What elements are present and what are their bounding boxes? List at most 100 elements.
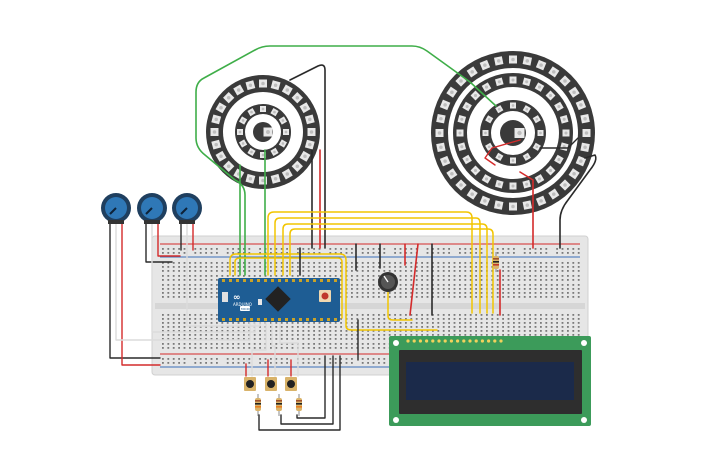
breadboard-hole [513, 334, 515, 336]
breadboard-hole [318, 262, 321, 264]
breadboard-hole [486, 330, 488, 332]
push-button-cap[interactable] [246, 380, 254, 388]
breadboard-hole [561, 292, 564, 294]
neopixel-led-dot [572, 90, 576, 94]
push-button-cap[interactable] [287, 380, 295, 388]
breadboard-hole [410, 266, 413, 268]
breadboard-hole [448, 262, 450, 264]
neopixel-led-dot [241, 142, 245, 145]
breadboard-hole [340, 314, 342, 316]
wire-white-pot-3[interactable] [186, 221, 261, 327]
breadboard-hole [388, 262, 391, 264]
breadboard-hole [216, 326, 218, 328]
breadboard-hole [561, 252, 564, 254]
potentiometers-left[interactable] [101, 193, 202, 224]
neopixel-led-dot [212, 130, 217, 134]
breadboard-hole [178, 270, 180, 272]
neopixel-led-dot [450, 90, 454, 94]
wire-black-btn-gnd-3[interactable] [296, 355, 326, 419]
breadboard-hole [351, 292, 353, 294]
breadboard-hole [464, 326, 467, 328]
wire-yellow-3[interactable] [282, 223, 488, 314]
wire-yellow-1[interactable] [267, 211, 473, 314]
wire-yellow-lcd-contrast[interactable] [387, 287, 413, 321]
wire-red-pot-1[interactable] [121, 221, 161, 366]
breadboard-hole [415, 292, 418, 294]
breadboard-hole [550, 275, 553, 277]
breadboard-hole [367, 248, 369, 250]
wire-black-btn-gnd-2[interactable] [280, 355, 334, 425]
wire-white-pot-1[interactable] [115, 221, 251, 341]
breadboard-hole [226, 248, 229, 250]
breadboard-hole [480, 288, 483, 290]
breadboard-hole [307, 326, 310, 328]
breadboard-hole [270, 248, 272, 250]
breadboard-hole [410, 262, 413, 264]
breadboard-hole [313, 248, 315, 250]
breadboard-hole [178, 347, 180, 349]
breadboard-hole [550, 279, 553, 281]
wire-black-pot-2[interactable] [145, 221, 173, 263]
breadboard-hole [237, 358, 240, 360]
breadboard-hole [432, 318, 434, 320]
wire-white-btn-2[interactable] [271, 319, 276, 377]
breadboard-hole [372, 318, 375, 320]
breadboard-hole [421, 292, 423, 294]
neopixel-led-dot [525, 203, 530, 207]
push-buttons[interactable] [244, 377, 302, 416]
breadboard-hole [367, 296, 369, 298]
breadboard-hole [210, 279, 213, 281]
wire-yellow-2[interactable] [274, 217, 481, 314]
arduino-micro[interactable]: ∞ ARDUINO MICRO [218, 278, 340, 322]
trim-potentiometer[interactable] [378, 272, 398, 292]
wire-white-btn-1[interactable] [251, 319, 267, 377]
breadboard-hole [561, 266, 564, 268]
breadboard-hole [226, 322, 229, 324]
wire-white-btn-3[interactable] [279, 319, 299, 377]
breadboard-hole [410, 292, 413, 294]
arduino-pin [250, 279, 253, 282]
neopixel-ring-small[interactable] [206, 75, 320, 189]
resistor-lcd-backlight[interactable] [493, 252, 499, 272]
push-button-cap[interactable] [267, 380, 275, 388]
wire-red-bb-2[interactable] [409, 243, 419, 316]
breadboard-hole [216, 288, 218, 290]
wire-black-small-ring-gnd[interactable] [289, 64, 326, 249]
breadboard-hole [194, 314, 197, 316]
breadboard-hole [567, 296, 569, 298]
wire-black-pot-1[interactable] [109, 221, 161, 359]
breadboard-hole [480, 330, 483, 332]
breadboard-hole [572, 318, 575, 320]
breadboard-hole [442, 326, 445, 328]
wire-yellow-5[interactable] [229, 253, 438, 331]
breadboard-hole [513, 322, 515, 324]
lcd-pin [443, 339, 447, 343]
wire-black-large-ring-gnd[interactable] [559, 154, 597, 249]
breadboard-hole [199, 284, 202, 286]
breadboard-hole [405, 292, 407, 294]
wire-yellow-6[interactable] [234, 257, 343, 319]
wire-yellow-4[interactable] [289, 228, 494, 314]
wire-green-data-large-ring[interactable] [195, 45, 497, 276]
breadboard-hole [275, 270, 278, 272]
wire-red-inner-large-ring[interactable] [484, 139, 521, 166]
breadboard-hole [426, 292, 429, 294]
breadboard-hole [378, 326, 380, 328]
breadboard-hole [221, 262, 224, 264]
lcd-display[interactable] [389, 336, 591, 426]
breadboard-hole [572, 288, 575, 290]
reset-button-cap[interactable] [321, 292, 329, 300]
breadboard-hole [534, 296, 537, 298]
breadboard-hole [486, 322, 488, 324]
breadboard-hole [286, 362, 288, 364]
neopixel-ring-large[interactable] [431, 51, 595, 215]
wire-red-pot-2[interactable] [157, 221, 181, 257]
wire-black-inner-large-ring[interactable] [539, 137, 579, 149]
arduino-model-badge [240, 306, 250, 311]
wire-black-btn-gnd[interactable] [258, 355, 341, 431]
breadboard-hole [442, 275, 445, 277]
breadboard-hole [210, 270, 213, 272]
neopixel-led-dot [484, 131, 487, 135]
breadboard-hole [178, 252, 180, 254]
wire-red-large-ring-vcc[interactable] [519, 171, 534, 249]
